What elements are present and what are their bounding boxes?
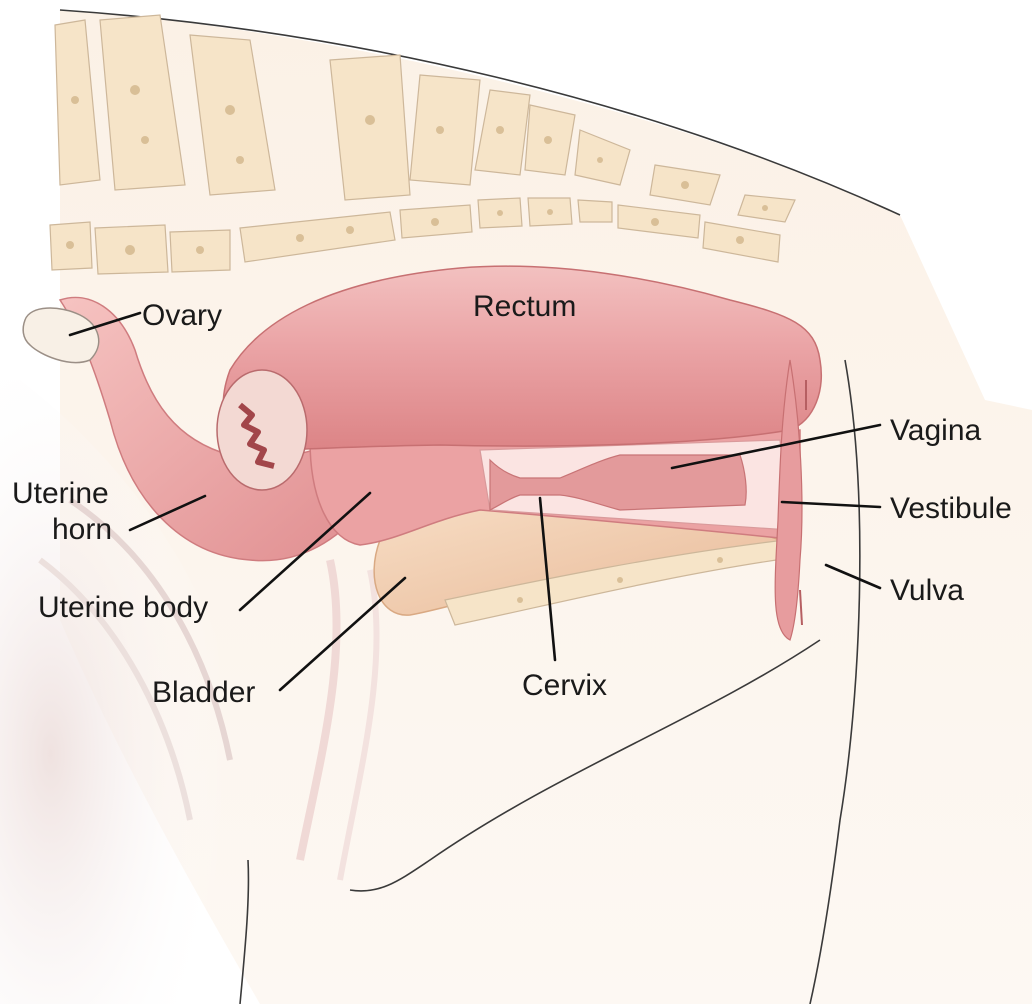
- label-uterine-body: Uterine body: [38, 591, 208, 624]
- label-bladder: Bladder: [152, 676, 255, 709]
- label-uterine-horn-line1: Uterine: [12, 477, 109, 510]
- label-rectum: Rectum: [473, 290, 576, 323]
- label-vulva: Vulva: [890, 574, 964, 607]
- label-vestibule: Vestibule: [890, 492, 1012, 525]
- label-ovary: Ovary: [142, 299, 222, 332]
- label-vagina: Vagina: [890, 414, 982, 447]
- label-cervix: Cervix: [522, 669, 607, 702]
- label-uterine-horn-line2: horn: [52, 513, 112, 546]
